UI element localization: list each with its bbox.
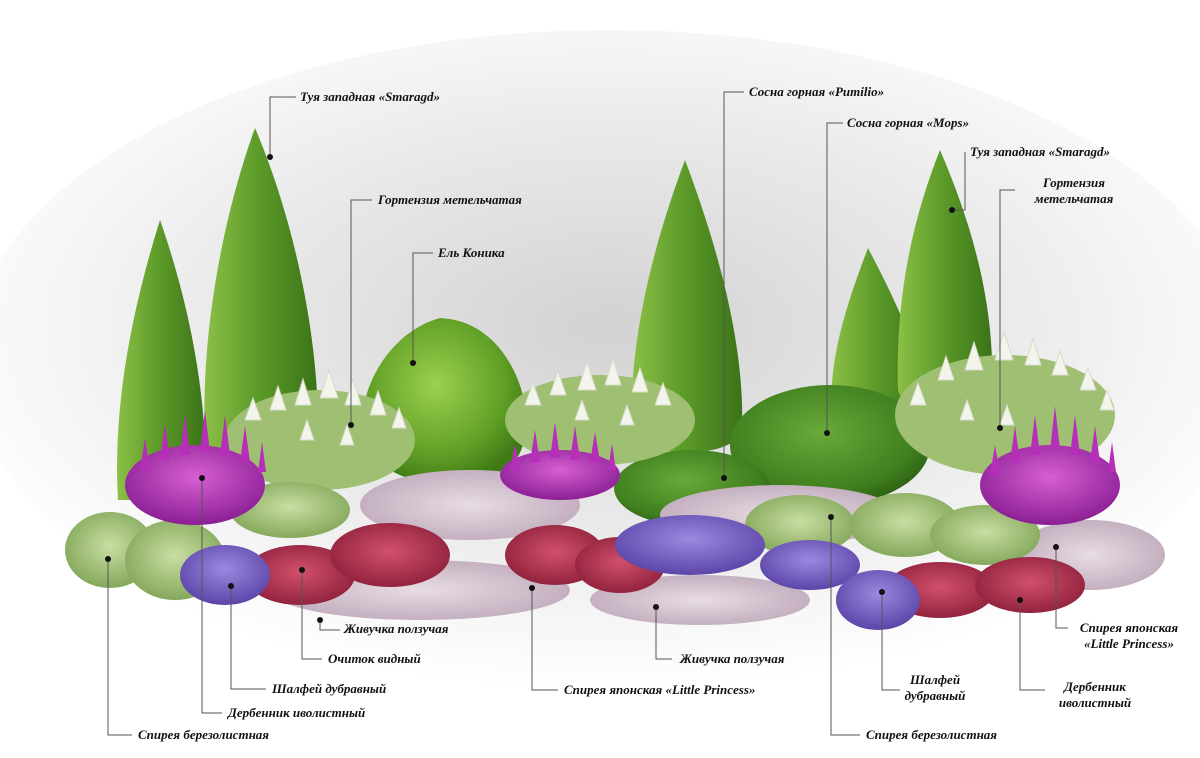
sedum: [245, 523, 1085, 618]
label-spiraea-japan-center: Спирея японская «Little Princess»: [564, 682, 756, 697]
label-ajuga-right: Живучка ползучая: [680, 651, 785, 666]
lythrum-right: [980, 406, 1120, 525]
label-lythrum-right: Дербенник иволистный: [1058, 679, 1132, 710]
label-hydrangea-right: Гортензия метельчатая: [1034, 175, 1114, 206]
salvia: [180, 515, 920, 630]
thuja-left-front: [204, 128, 319, 463]
lythrum-left: [125, 410, 266, 525]
label-pine-pumilio: Сосна горная «Pumilio»: [749, 84, 885, 99]
label-spiraea-birch-left: Спирея березолистная: [138, 727, 269, 742]
thuja-center: [631, 160, 743, 453]
leader-lines: [107, 91, 1068, 736]
label-salvia-right: Шалфей дубравный: [904, 672, 966, 703]
label-lythrum-left: Дербенник иволистный: [228, 705, 366, 720]
label-ajuga-left: Живучка ползучая: [344, 621, 449, 636]
label-spiraea-japan-right: Спирея японская «Little Princess»: [1079, 620, 1179, 651]
label-sedum: Очиток видный: [328, 651, 421, 666]
leader-dots: [105, 154, 1059, 623]
lythrum-center: [500, 422, 620, 500]
label-spruce-konica: Ель Коника: [438, 245, 505, 260]
label-salvia-left: Шалфей дубравный: [272, 681, 387, 696]
label-hydrangea-left: Гортензия метельчатая: [378, 192, 522, 207]
hydrangea-left: [225, 368, 415, 490]
label-thuja-right: Туя западная «Smaragd»: [970, 144, 1110, 159]
pine-mops: [730, 385, 930, 505]
hydrangea-right: [895, 330, 1115, 475]
label-spiraea-birch-right: Спирея березолистная: [866, 727, 997, 742]
label-thuja-left: Туя западная «Smaragd»: [300, 89, 440, 104]
thuja-right-front: [897, 150, 993, 413]
label-pine-mops: Сосна горная «Mops»: [847, 115, 970, 130]
